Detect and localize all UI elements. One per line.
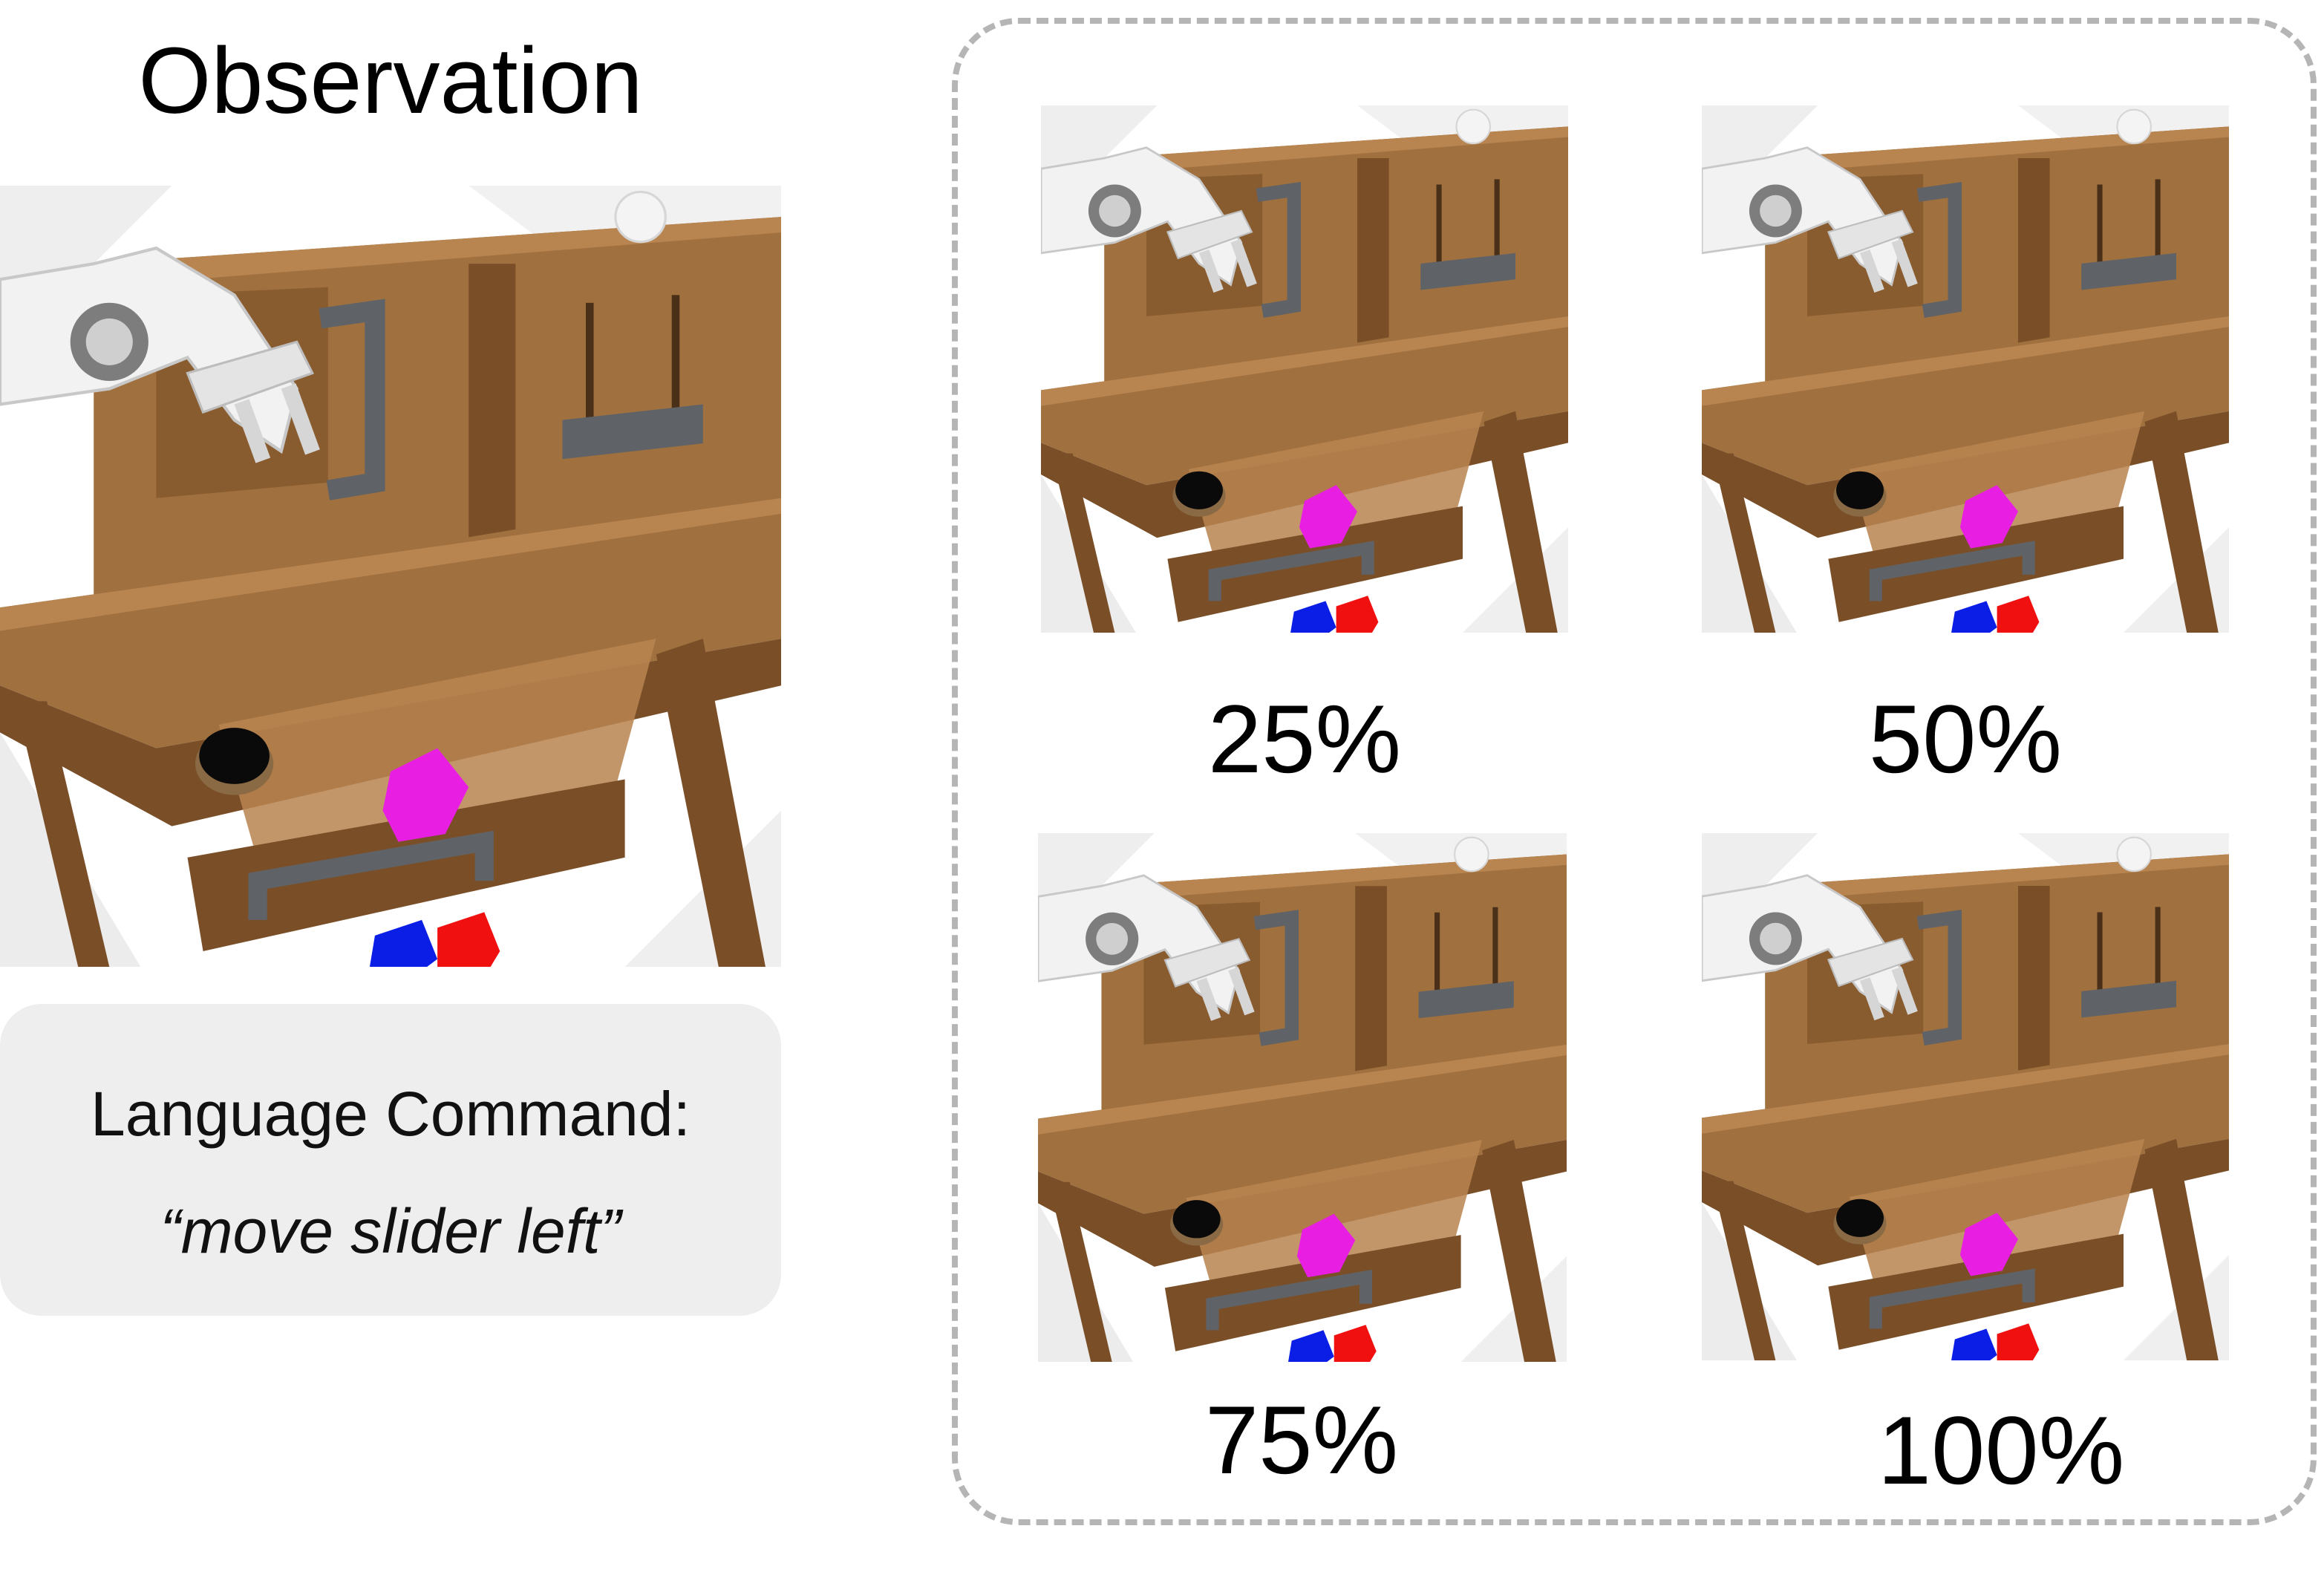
observation-image: [0, 186, 781, 967]
progress-frame-25: [1041, 105, 1568, 633]
language-command-label: Language Command:: [91, 1079, 691, 1149]
progress-label-25: 25%: [1207, 685, 1402, 793]
robot-desk-scene: [1038, 833, 1567, 1362]
progress-frames-group: [952, 18, 2317, 1525]
progress-frame-50: [1702, 105, 2229, 633]
progress-label-100: 100%: [1877, 1396, 2125, 1504]
language-command-text: “move slider left”: [160, 1196, 621, 1266]
language-command-box: Language Command: “move slider left”: [0, 1004, 781, 1316]
robot-desk-scene: [1702, 105, 2229, 633]
progress-frame-75: [1038, 833, 1567, 1362]
progress-frame-100: [1702, 833, 2229, 1360]
robot-desk-scene: [1702, 833, 2229, 1360]
observation-title: Observation: [138, 28, 643, 133]
robot-desk-scene: [0, 186, 781, 967]
robot-desk-scene: [1041, 105, 1568, 633]
progress-label-75: 75%: [1204, 1386, 1399, 1494]
progress-label-50: 50%: [1868, 685, 2063, 793]
